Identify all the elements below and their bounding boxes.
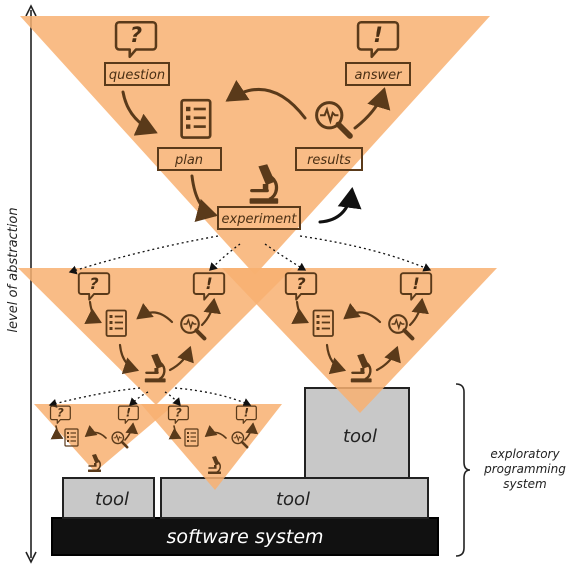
cycle-large: ? ! question answer plan results experim…: [104, 20, 411, 230]
cycle-small-right: ? !: [167, 405, 259, 475]
question-bubble-icon: ?: [167, 405, 189, 424]
svg-text:?: ?: [296, 274, 305, 293]
exclamation-bubble-icon: !: [399, 272, 433, 301]
tool-right-label: tool: [343, 426, 377, 447]
bracket-label-line2: programming: [483, 462, 566, 476]
software-system-block: software system: [51, 517, 439, 556]
software-system-label: software system: [166, 526, 323, 548]
svg-text:?: ?: [89, 274, 98, 293]
exclamation-bubble-icon: !: [356, 20, 400, 59]
exclamation-bubble-icon: !: [192, 272, 226, 301]
abstraction-axis: level of abstraction: [6, 4, 37, 564]
svg-text:!: !: [412, 274, 419, 293]
svg-text:!: !: [244, 405, 249, 419]
question-bubble-icon: ?: [284, 272, 318, 301]
question-bubble-icon: ?: [49, 405, 71, 424]
triangles: [18, 16, 497, 490]
system-bracket: exploratory programming system: [455, 383, 566, 557]
exclamation-bubble-icon: !: [235, 405, 257, 424]
svg-text:?: ?: [130, 23, 142, 47]
answer-label: answer: [355, 68, 404, 83]
bracket-label-line3: system: [503, 477, 546, 491]
svg-text:?: ?: [57, 405, 64, 419]
triangle-small-left: [34, 404, 175, 472]
tool-left: tool: [62, 477, 155, 519]
tool-middle-label: tool: [276, 489, 310, 510]
triangle-mid-left: [18, 268, 293, 405]
triangle-mid-right: [222, 268, 497, 413]
cycle-mid-right: ? !: [284, 272, 433, 384]
results-label: results: [307, 153, 351, 168]
svg-text:!: !: [373, 23, 383, 47]
experiment-label: experiment: [222, 212, 298, 227]
triangle-top: [20, 16, 490, 275]
cycle-arrow-icon: [121, 80, 391, 223]
bracket-label-line1: exploratory: [490, 447, 560, 461]
svg-text:?: ?: [175, 405, 182, 419]
exclamation-bubble-icon: !: [117, 405, 139, 424]
plan-label: plan: [174, 153, 203, 168]
tool-left-label: tool: [95, 489, 129, 510]
question-bubble-icon: ?: [114, 20, 158, 59]
svg-text:!: !: [126, 405, 131, 419]
dotted-connectors: [48, 235, 432, 408]
cycle-small-left: ? !: [49, 405, 139, 473]
svg-text:!: !: [205, 274, 212, 293]
question-bubble-icon: ?: [77, 272, 111, 301]
cycle-mid-left: ? !: [77, 272, 226, 384]
axis-label: level of abstraction: [6, 207, 21, 332]
question-label: question: [109, 68, 165, 83]
tool-middle: tool: [160, 477, 429, 519]
